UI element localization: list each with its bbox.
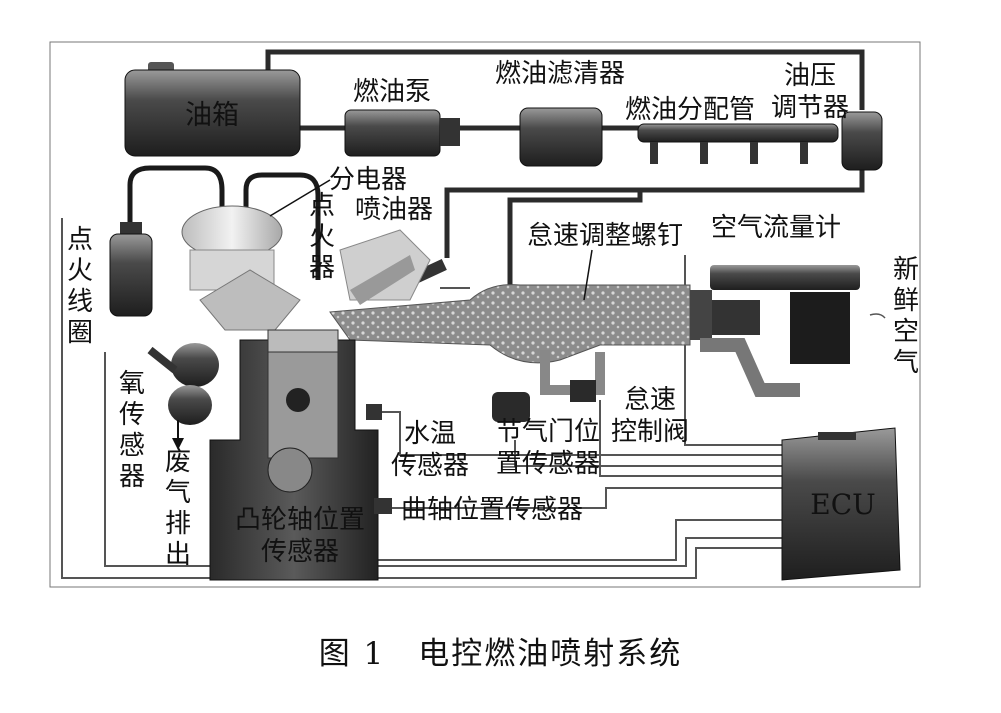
svg-text:新: 新 — [893, 255, 919, 285]
distributor-leader — [269, 179, 331, 217]
idle-valve-label-1: 怠速 — [624, 385, 676, 415]
throttle-position-sensor — [492, 392, 530, 422]
fresh-air-label: 新 鲜 空 气 — [893, 255, 919, 378]
water-temp-label-2: 传感器 — [391, 451, 469, 481]
fuel-pump-label: 燃油泵 — [353, 77, 431, 107]
svg-text:气: 气 — [165, 478, 191, 508]
fuel-pump — [344, 109, 460, 157]
injector-label: 喷油器 — [355, 195, 433, 225]
exhaust-arrow-head — [172, 438, 184, 450]
fuel-rail-label: 燃油分配管 — [625, 95, 755, 125]
diagram-frame — [49, 41, 921, 588]
svg-text:点: 点 — [309, 191, 335, 221]
svg-text:鲜: 鲜 — [893, 286, 919, 316]
svg-text:传: 传 — [119, 400, 145, 430]
svg-text:器: 器 — [119, 462, 145, 492]
svg-text:废: 废 — [165, 447, 191, 477]
svg-text:感: 感 — [119, 431, 145, 461]
ignition-coil — [109, 222, 153, 317]
ignition-coil-label: 点 火 线 圈 — [67, 225, 93, 348]
svg-text:火: 火 — [309, 222, 335, 252]
cam-sensor-label-1: 凸轮轴位置 — [235, 505, 365, 535]
svg-text:出: 出 — [165, 540, 191, 570]
exhaust-manifold — [147, 343, 219, 425]
svg-text:线: 线 — [67, 287, 93, 317]
svg-text:气: 气 — [893, 348, 919, 378]
svg-text:氧: 氧 — [119, 369, 145, 399]
engine-block — [209, 329, 379, 581]
oxygen-sensor-label: 氧 传 感 器 — [119, 369, 145, 492]
pressure-regulator — [841, 111, 883, 171]
intake-manifold — [329, 284, 760, 364]
svg-text:点: 点 — [67, 225, 93, 255]
crank-sensor — [374, 498, 392, 514]
distributor-label: 分电器 — [329, 165, 407, 195]
crank-sensor-label: 曲轴位置传感器 — [401, 495, 583, 525]
svg-text:空: 空 — [893, 317, 919, 347]
svg-text:排: 排 — [165, 509, 191, 539]
fuel-tank-label: 油箱 — [185, 100, 239, 131]
air-flow-meter — [700, 265, 860, 397]
exhaust-label: 废 气 排 出 — [165, 447, 191, 570]
fuel-tank: 油箱 — [124, 62, 301, 157]
idle-control-valve — [540, 350, 605, 402]
ecu: ECU — [781, 427, 901, 581]
distributor — [181, 205, 283, 291]
fresh-air-arrow — [869, 313, 886, 319]
pressure-regulator-label-1: 油压 — [784, 61, 836, 91]
fuel-rail — [637, 123, 839, 164]
water-temp-label-1: 水温 — [404, 419, 456, 449]
svg-text:圈: 圈 — [67, 318, 93, 348]
throttle-sensor-label-2: 置传感器 — [496, 449, 600, 479]
cam-sensor-label-2: 传感器 — [261, 537, 339, 567]
idle-screw-leader — [583, 249, 593, 301]
figure-caption: 图 1 电控燃油喷射系统 — [318, 636, 683, 672]
ecu-label: ECU — [810, 488, 875, 521]
fuel-filter — [519, 107, 603, 167]
fuel-filter-label: 燃油滤清器 — [495, 59, 625, 89]
air-flow-meter-label: 空气流量计 — [711, 213, 841, 243]
idle-valve-label-2: 控制阀 — [611, 417, 689, 447]
cylinder-head — [199, 229, 431, 331]
water-temp-sensor — [366, 404, 382, 420]
fuel-lines — [265, 49, 865, 290]
svg-text:火: 火 — [67, 256, 93, 286]
pressure-regulator-label-2: 调节器 — [771, 93, 849, 123]
svg-text:器: 器 — [309, 253, 335, 283]
fuel-injection-diagram: 油箱 燃油泵 燃油滤清器 燃油分配管 油压 调节器 分电器 点 火 线 圈 — [49, 41, 921, 588]
throttle-sensor-label-1: 节气门位 — [496, 417, 600, 447]
spark-plug-label: 点 火 器 — [309, 191, 335, 283]
idle-screw-label: 怠速调整螺钉 — [527, 221, 683, 251]
